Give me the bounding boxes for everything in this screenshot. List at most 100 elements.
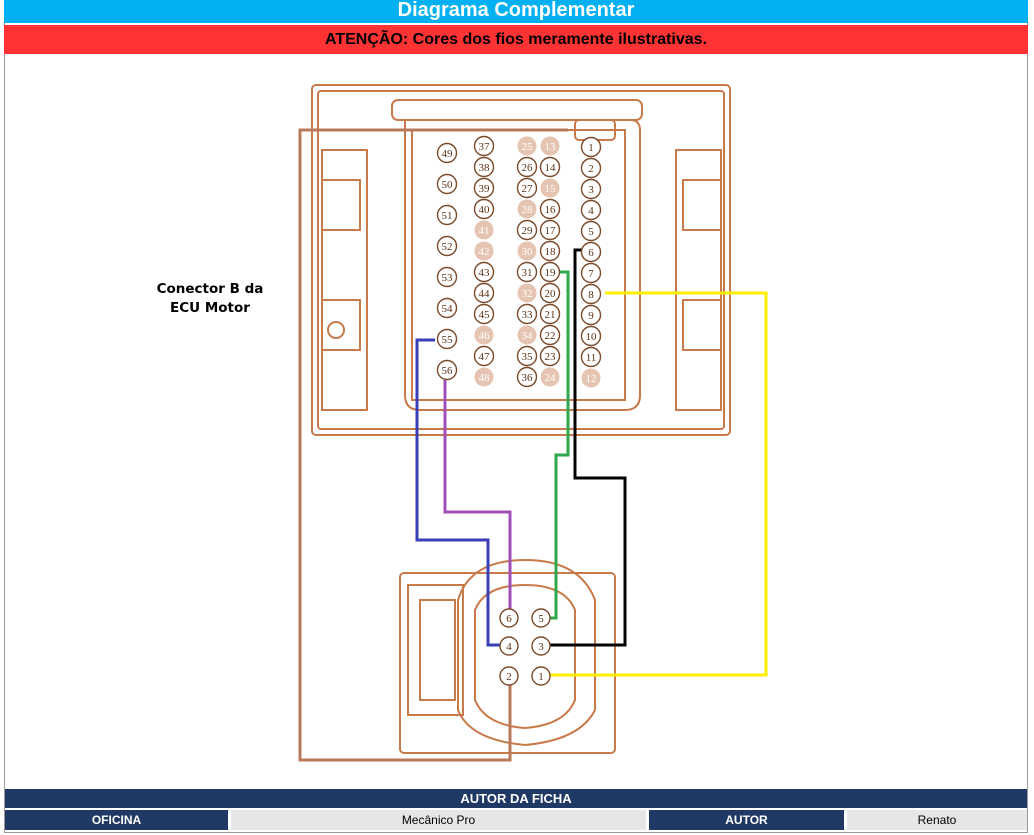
ecu-pin-19: 19	[539, 261, 561, 283]
page-title: Diagrama Complementar	[4, 0, 1028, 23]
sensor-pin-1: 1	[531, 666, 551, 686]
author-label: AUTOR	[649, 810, 844, 830]
ecu-pin-6: 6	[580, 241, 602, 263]
wire-green	[548, 270, 570, 620]
ecu-pin-25: 25	[517, 136, 537, 156]
ecu-pin-36: 36	[516, 366, 538, 388]
ecu-pin-29: 29	[516, 219, 538, 241]
footer-row: OFICINA Mecânico Pro AUTOR Renato	[5, 810, 1027, 830]
svg-text:27: 27	[522, 183, 534, 195]
ecu-pin-15: 15	[540, 178, 560, 198]
svg-text:29: 29	[522, 225, 534, 237]
svg-text:23: 23	[545, 351, 557, 363]
ecu-pin-33: 33	[516, 303, 538, 325]
svg-text:48: 48	[479, 372, 491, 384]
svg-text:28: 28	[522, 204, 534, 216]
ecu-pin-4: 4	[580, 199, 602, 221]
svg-text:31: 31	[522, 267, 533, 279]
ecu-pin-13: 13	[540, 136, 560, 156]
svg-text:32: 32	[522, 288, 533, 300]
ecu-pin-32: 32	[517, 283, 537, 303]
svg-text:56: 56	[442, 365, 454, 377]
svg-text:5: 5	[588, 226, 594, 238]
svg-text:39: 39	[479, 183, 491, 195]
ecu-pin-8: 8	[580, 283, 602, 305]
ecu-pin-45: 45	[473, 303, 495, 325]
ecu-pin-50: 50	[436, 173, 458, 195]
svg-text:52: 52	[442, 241, 453, 253]
wire-brown	[298, 128, 568, 762]
svg-text:36: 36	[522, 372, 534, 384]
ecu-pin-35: 35	[516, 345, 538, 367]
ecu-pin-1: 1	[580, 136, 602, 158]
ecu-pin-26: 26	[516, 156, 538, 178]
svg-text:3: 3	[538, 641, 544, 653]
svg-text:53: 53	[442, 272, 454, 284]
ecu-pin-24: 24	[540, 367, 560, 387]
svg-text:2: 2	[506, 671, 512, 683]
svg-text:3: 3	[588, 184, 594, 196]
sensor-pin-6: 6	[499, 608, 519, 628]
ecu-pin-2: 2	[580, 157, 602, 179]
ecu-pin-34: 34	[517, 325, 537, 345]
svg-text:37: 37	[479, 141, 491, 153]
svg-text:7: 7	[588, 268, 594, 280]
svg-text:8: 8	[588, 289, 594, 301]
ecu-pin-14: 14	[539, 156, 561, 178]
ecu-pin-5: 5	[580, 220, 602, 242]
svg-text:6: 6	[588, 247, 594, 259]
svg-text:2: 2	[588, 163, 594, 175]
svg-text:47: 47	[479, 351, 491, 363]
svg-text:13: 13	[545, 141, 557, 153]
ecu-pin-47: 47	[473, 345, 495, 367]
svg-text:43: 43	[479, 267, 491, 279]
svg-text:50: 50	[442, 179, 454, 191]
svg-text:19: 19	[545, 267, 557, 279]
sensor-connector-housing	[399, 558, 616, 754]
wire-yellow	[550, 291, 768, 677]
svg-text:55: 55	[442, 334, 454, 346]
ecu-pin-55: 55	[436, 328, 458, 350]
svg-text:24: 24	[545, 372, 557, 384]
page-frame	[4, 0, 1028, 833]
ecu-pin-56: 56	[436, 359, 458, 381]
ecu-pin-28: 28	[517, 199, 537, 219]
ecu-pin-41: 41	[474, 220, 494, 240]
ecu-pin-38: 38	[473, 156, 495, 178]
svg-text:21: 21	[545, 309, 556, 321]
ecu-pin-31: 31	[516, 261, 538, 283]
svg-text:26: 26	[522, 162, 534, 174]
svg-text:18: 18	[545, 246, 557, 258]
ecu-pin-7: 7	[580, 262, 602, 284]
ecu-pin-22: 22	[539, 324, 561, 346]
svg-text:17: 17	[545, 225, 557, 237]
svg-text:40: 40	[479, 204, 491, 216]
svg-text:46: 46	[479, 330, 491, 342]
ecu-pin-53: 53	[436, 266, 458, 288]
ecu-pin-49: 49	[436, 142, 458, 164]
ecu-pin-52: 52	[436, 235, 458, 257]
ecu-pin-16: 16	[539, 198, 561, 220]
svg-text:34: 34	[522, 330, 534, 342]
svg-text:44: 44	[479, 288, 491, 300]
svg-text:38: 38	[479, 162, 491, 174]
ecu-pin-42: 42	[474, 241, 494, 261]
svg-text:45: 45	[479, 309, 491, 321]
ecu-pin-10: 10	[580, 325, 602, 347]
ecu-pin-54: 54	[436, 297, 458, 319]
ecu-pin-group: 1234567891011121314151617181920212223242…	[436, 135, 602, 388]
ecu-pin-18: 18	[539, 240, 561, 262]
ecu-pin-39: 39	[473, 177, 495, 199]
svg-text:42: 42	[479, 246, 490, 258]
svg-text:1: 1	[538, 671, 544, 683]
svg-text:49: 49	[442, 148, 454, 160]
svg-text:22: 22	[545, 330, 556, 342]
svg-text:10: 10	[586, 331, 598, 343]
svg-text:20: 20	[545, 288, 557, 300]
svg-text:54: 54	[442, 303, 454, 315]
ecu-pin-40: 40	[473, 198, 495, 220]
svg-text:16: 16	[545, 204, 557, 216]
ecu-pin-44: 44	[473, 282, 495, 304]
ecu-pin-17: 17	[539, 219, 561, 241]
